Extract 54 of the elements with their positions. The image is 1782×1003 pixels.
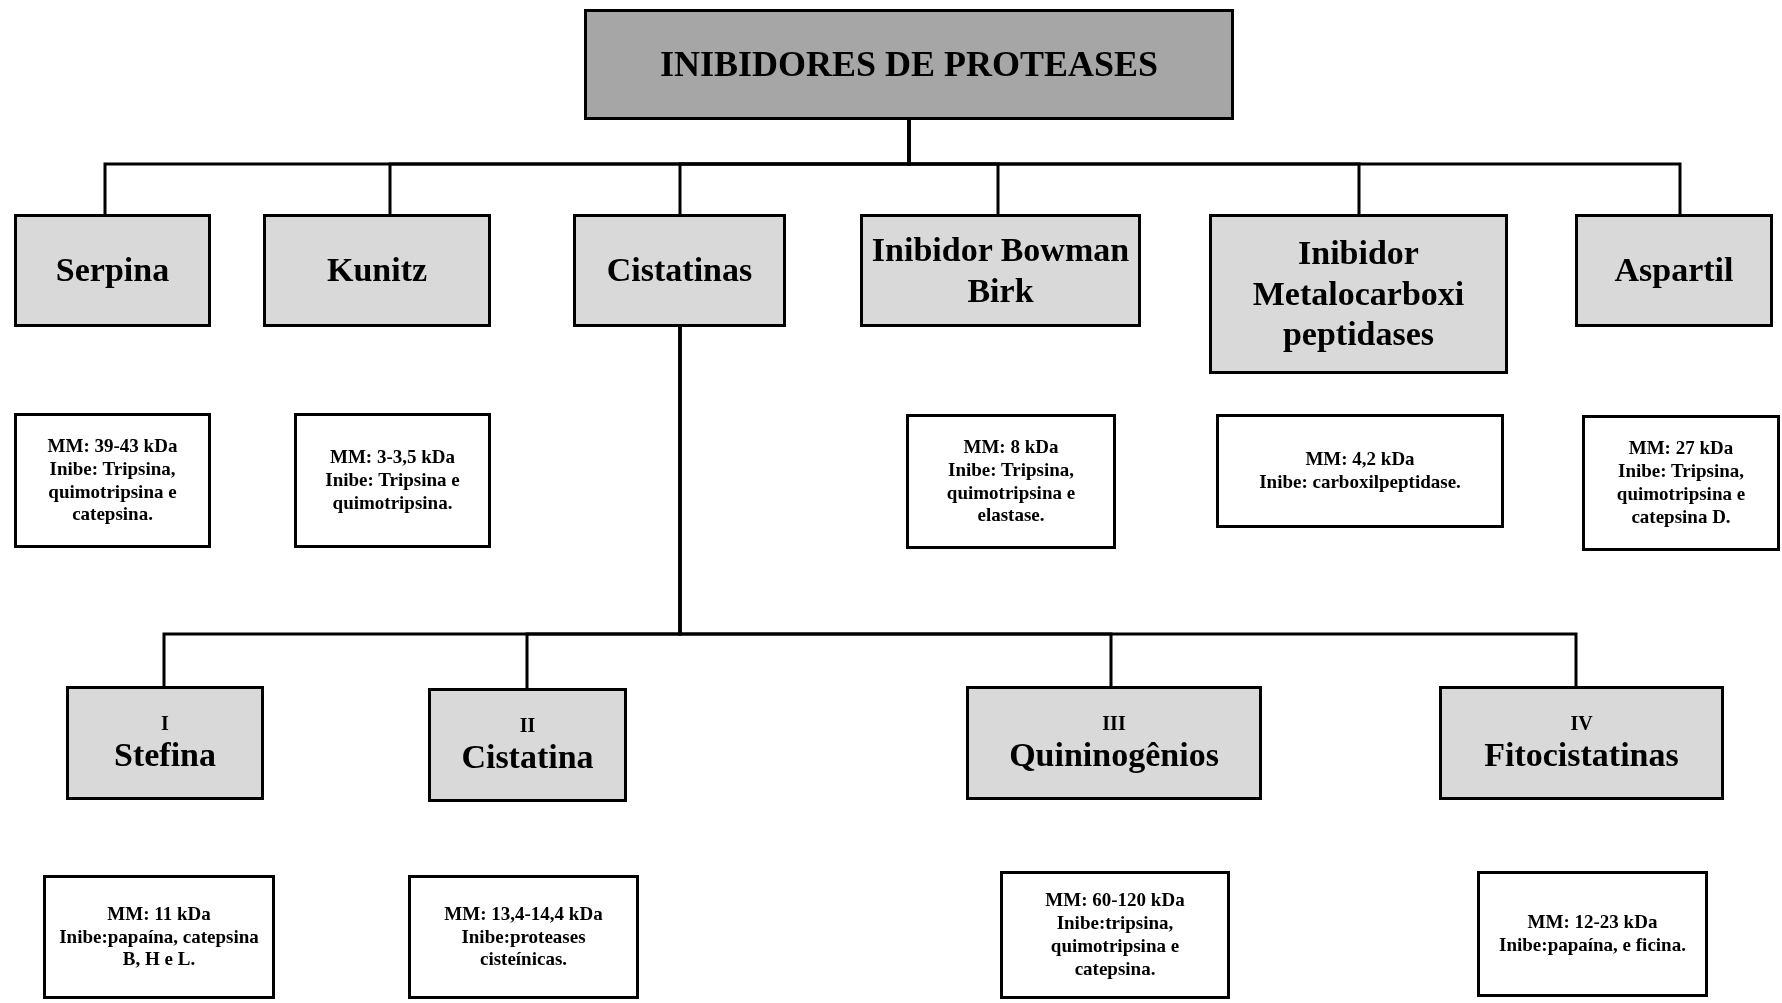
molecular-mass: MM: 11 kDa xyxy=(107,902,211,926)
connector-line xyxy=(678,327,1578,686)
info-box xyxy=(1582,415,1780,551)
category-name: Cistatinas xyxy=(606,250,753,291)
info-box xyxy=(1477,871,1708,997)
class-box xyxy=(1439,686,1724,800)
class-box xyxy=(66,686,264,800)
molecular-mass: MM: 27 kDa xyxy=(1628,437,1734,461)
class-numeral: II xyxy=(519,712,536,737)
molecular-mass: MM: 3-3,5 kDa xyxy=(329,446,456,470)
category-name: Inibidor Metalocarboxi peptidases xyxy=(1251,232,1466,355)
inhibition-text: Inibe: Tripsina, quimotripsina e elastase. xyxy=(945,458,1077,528)
inhibition-text: Inibe:papaína, catepsina B, H e L. xyxy=(58,925,260,972)
inhibition-text: Inibe: Tripsina e quimotripsina. xyxy=(324,469,461,515)
class-box xyxy=(428,688,627,802)
inhibition-text: Inibe:proteases cisteínicas. xyxy=(460,925,587,972)
class-name: Stefina xyxy=(114,734,216,775)
molecular-mass: MM: 39-43 kDa xyxy=(47,434,178,458)
title: INIBIDORES DE PROTEASES xyxy=(659,42,1159,86)
molecular-mass: MM: 13,4-14,4 kDa xyxy=(444,902,603,926)
inhibition-text: Inibe:papaína, e ficina. xyxy=(1499,934,1686,957)
category-box xyxy=(14,214,211,327)
category-box xyxy=(1575,214,1773,327)
info-box xyxy=(408,875,639,999)
category-name: Inibidor Bowman Birk xyxy=(870,229,1131,311)
category-name: Aspartil xyxy=(1614,250,1734,291)
category-box xyxy=(1209,214,1508,374)
molecular-mass: MM: 60-120 kDa xyxy=(1045,889,1185,913)
info-box xyxy=(294,413,491,548)
molecular-mass: MM: 12-23 kDa xyxy=(1527,911,1658,934)
class-name: Cistatina xyxy=(461,736,594,777)
info-box xyxy=(43,875,275,999)
info-box xyxy=(906,414,1116,549)
class-numeral: I xyxy=(161,710,169,735)
class-numeral: IV xyxy=(1570,710,1593,735)
molecular-mass: MM: 8 kDa xyxy=(963,435,1059,459)
inhibition-text: Inibe: Tripsina, quimotripsina e catepsina D. xyxy=(1615,460,1747,529)
category-box xyxy=(573,214,786,327)
category-box xyxy=(263,214,491,327)
category-box xyxy=(860,214,1141,327)
class-numeral: III xyxy=(1102,710,1126,735)
class-name: Fitocistatinas xyxy=(1484,734,1679,775)
info-box xyxy=(14,413,211,548)
inhibition-text: Inibe: Tripsina, quimotripsina e catepsina. xyxy=(47,457,178,527)
info-box xyxy=(1216,414,1504,528)
category-name: Serpina xyxy=(55,250,170,291)
molecular-mass: MM: 4,2 kDa xyxy=(1305,448,1415,471)
title-box xyxy=(584,9,1234,120)
inhibition-text: Inibe: carboxilpeptidase. xyxy=(1259,471,1461,494)
class-box xyxy=(966,686,1262,800)
info-box xyxy=(1000,871,1230,999)
class-name: Quininogênios xyxy=(1009,734,1219,775)
inhibition-text: Inibe:tripsina, quimotripsina e catepsina. xyxy=(1049,912,1181,981)
category-name: Kunitz xyxy=(326,250,428,291)
